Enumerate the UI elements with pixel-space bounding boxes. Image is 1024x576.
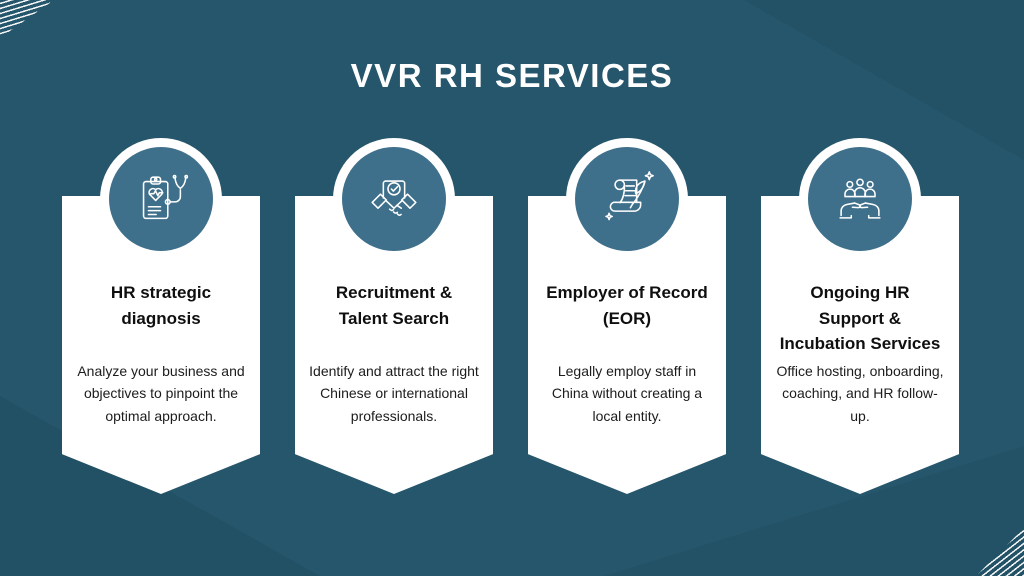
card-description: Identify and attract the right Chinese o…: [309, 363, 479, 424]
service-card-hr-diagnosis: HR strategic diagnosis Analyze your busi…: [62, 138, 260, 494]
service-card-recruitment: Recruitment & Talent Search Identify and…: [295, 138, 493, 494]
icon-circle: [575, 147, 679, 251]
icon-circle: [342, 147, 446, 251]
contract-signing-icon: [605, 171, 654, 221]
card-description: Legally employ staff in China without cr…: [551, 363, 703, 424]
card-title: Employer of Record (EOR): [546, 283, 708, 328]
icon-badge: [566, 138, 688, 260]
icon-badge: [100, 138, 222, 260]
icon-circle: [109, 147, 213, 251]
medical-diagnosis-icon: [142, 174, 189, 220]
corner-stripes-bottom-right-icon: [976, 528, 1024, 576]
card-title: Ongoing HR Support & Incubation Services: [779, 283, 941, 353]
icon-badge: [333, 138, 455, 260]
page-title: VVR RH SERVICES: [350, 57, 674, 94]
service-card-eor: Employer of Record (EOR) Legally employ …: [528, 138, 726, 494]
card-description: Analyze your business and objectives to …: [77, 363, 245, 424]
card-title: Recruitment & Talent Search: [335, 283, 453, 328]
icon-badge: [799, 138, 921, 260]
corner-stripes-top-left-icon: [0, 0, 54, 38]
team-support-icon: [839, 178, 881, 219]
card-description: Office hosting, onboarding, coaching, an…: [776, 363, 944, 424]
service-card-hr-support: Ongoing HR Support & Incubation Services…: [761, 138, 959, 494]
handshake-agreement-icon: [371, 180, 417, 216]
icon-circle: [808, 147, 912, 251]
card-title: HR strategic diagnosis: [110, 283, 212, 328]
